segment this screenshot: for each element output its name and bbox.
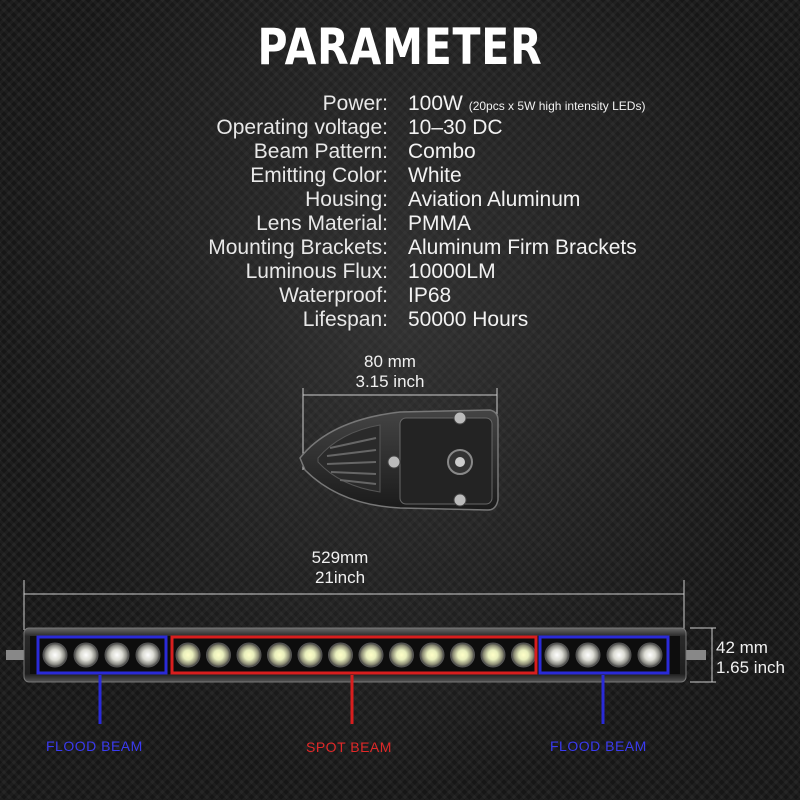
param-value: IP68 bbox=[408, 284, 452, 307]
param-housing: Housing: Aviation Aluminum bbox=[0, 188, 800, 212]
led-lens bbox=[267, 642, 292, 668]
param-value: Aluminum Firm Brackets bbox=[408, 236, 637, 259]
param-value: 10000LM bbox=[408, 260, 496, 283]
led-lens bbox=[511, 642, 536, 668]
param-voltage: Operating voltage: 10–30 DC bbox=[0, 116, 800, 140]
flood-beam-left-label: FLOOD BEAM bbox=[46, 738, 143, 754]
led-lens bbox=[575, 642, 601, 668]
param-value: Combo bbox=[408, 140, 476, 163]
bracket-width-metric: 80 mm bbox=[364, 352, 416, 371]
spot-beam-label: SPOT BEAM bbox=[306, 739, 392, 755]
bar-height-metric: 42 mm bbox=[716, 638, 768, 657]
param-luminous-flux: Luminous Flux: 10000LM bbox=[0, 260, 800, 284]
param-label: Beam Pattern: bbox=[253, 140, 388, 163]
led-lens bbox=[104, 642, 130, 668]
bar-length-metric: 529mm bbox=[311, 548, 369, 567]
bracket-width-imperial: 3.15 inch bbox=[355, 372, 425, 391]
bar-length-dimension-line bbox=[23, 580, 685, 630]
flood-beam-right-label: FLOOD BEAM bbox=[550, 738, 647, 754]
led-lens bbox=[450, 642, 475, 668]
led-lens bbox=[637, 642, 663, 668]
bar-height-imperial: 1.65 inch bbox=[716, 658, 785, 677]
param-label: Power: bbox=[322, 92, 388, 115]
param-label: Lens Material: bbox=[256, 212, 388, 235]
param-value: 100W (20pcs x 5W high intensity LEDs) bbox=[408, 92, 646, 115]
param-label: Housing: bbox=[305, 188, 388, 211]
param-lifespan: Lifespan: 50000 Hours bbox=[0, 308, 800, 332]
mounting-bracket-image bbox=[299, 409, 499, 511]
param-value: PMMA bbox=[408, 212, 471, 235]
led-lens bbox=[544, 642, 570, 668]
flood-beam-right-outline bbox=[538, 635, 670, 675]
param-lens-material: Lens Material: PMMA bbox=[0, 212, 800, 236]
param-value: 50000 Hours bbox=[408, 308, 529, 331]
led-lens bbox=[389, 642, 414, 668]
param-value: Aviation Aluminum bbox=[408, 188, 581, 211]
param-beam-pattern: Beam Pattern: Combo bbox=[0, 140, 800, 164]
param-value: White bbox=[408, 164, 462, 187]
param-power: Power: 100W (20pcs x 5W high intensity L… bbox=[0, 92, 800, 116]
led-lens bbox=[175, 642, 201, 668]
spot-beam-outline bbox=[170, 635, 538, 675]
param-label: Mounting Brackets: bbox=[208, 236, 388, 259]
param-label: Lifespan: bbox=[302, 308, 388, 331]
led-lens bbox=[606, 642, 632, 668]
light-bar-image bbox=[6, 627, 706, 683]
param-mounting-brackets: Mounting Brackets: Aluminum Firm Bracket… bbox=[0, 236, 800, 260]
page-title: PARAMETER bbox=[257, 18, 543, 76]
led-lens bbox=[73, 642, 99, 668]
param-label: Operating voltage: bbox=[216, 116, 388, 139]
param-label: Emitting Color: bbox=[250, 164, 388, 187]
param-label: Waterproof: bbox=[279, 284, 388, 307]
led-lens bbox=[135, 642, 161, 668]
led-lens bbox=[328, 642, 353, 668]
bar-height-dimension-line bbox=[690, 627, 716, 683]
led-lens-row bbox=[42, 642, 663, 668]
led-lens bbox=[480, 642, 506, 668]
param-note: (20pcs x 5W high intensity LEDs) bbox=[468, 99, 646, 113]
led-lens bbox=[206, 642, 231, 668]
led-lens bbox=[358, 642, 384, 668]
led-lens bbox=[42, 642, 68, 668]
led-lens bbox=[297, 642, 323, 668]
param-waterproof: Waterproof: IP68 bbox=[0, 284, 800, 308]
flood-beam-left-outline bbox=[36, 635, 168, 675]
led-lens bbox=[236, 642, 262, 668]
bar-length-imperial: 21inch bbox=[314, 568, 366, 587]
led-lens bbox=[419, 642, 445, 668]
param-emitting-color: Emitting Color: White bbox=[0, 164, 800, 188]
param-value: 10–30 DC bbox=[408, 116, 503, 139]
param-label: Luminous Flux: bbox=[245, 260, 388, 283]
